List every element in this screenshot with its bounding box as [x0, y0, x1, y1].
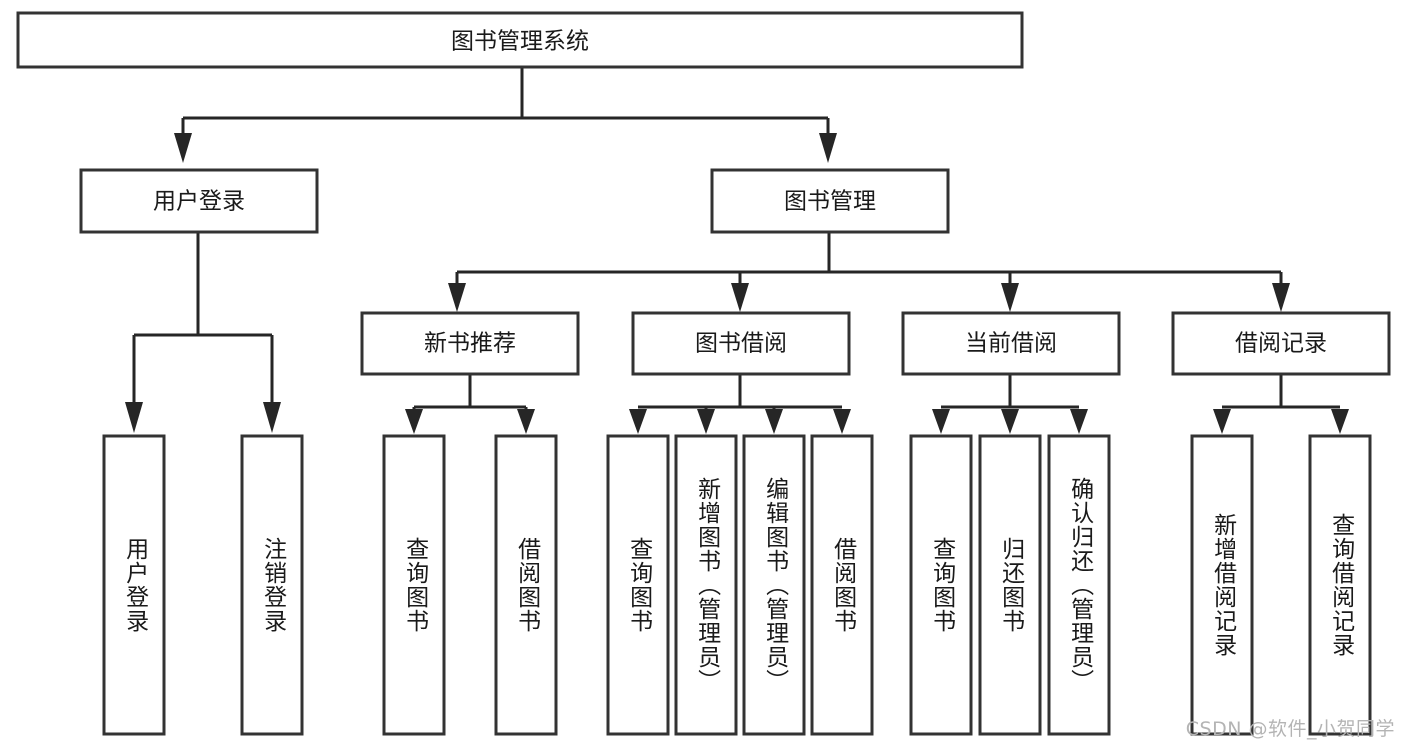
- leaf-box-borrow-record-1[interactable]: [1190, 434, 1254, 736]
- arrow-newbook-l2: [517, 409, 535, 434]
- arrow-root-to-bookmgmt: [819, 133, 837, 163]
- node-book-borrow-label: 图书借阅: [695, 331, 787, 357]
- arrow-bookmgmt-c2: [731, 283, 749, 312]
- arrow-bookmgmt-c3: [1001, 283, 1019, 312]
- node-user-login-box[interactable]: [79, 168, 319, 234]
- node-root-box[interactable]: [16, 11, 1024, 69]
- leaf-box-borrow-record-2[interactable]: [1308, 434, 1372, 736]
- node-book-borrow-box[interactable]: [631, 311, 851, 376]
- arrow-bookmgmt-c1: [448, 283, 466, 312]
- arrow-bookmgmt-c4: [1272, 283, 1290, 312]
- arrow-bookborrow-l4: [833, 409, 851, 434]
- connector-group-user-login: [125, 232, 281, 433]
- node-book-management-box[interactable]: [710, 168, 950, 234]
- connector-group-borrow-record: [1213, 374, 1349, 434]
- arrow-currentborrow-l3: [1070, 409, 1088, 434]
- leaf-box-new-book-2[interactable]: [494, 434, 558, 736]
- leaf-box-user-login-1[interactable]: [102, 434, 166, 736]
- connector-group-book-management: [448, 232, 1290, 312]
- node-user-login-label: 用户登录: [153, 189, 245, 215]
- connector-group-current-borrow: [932, 374, 1088, 434]
- arrow-root-to-login: [174, 133, 192, 163]
- leaf-box-book-borrow-4[interactable]: [810, 434, 874, 736]
- arrow-newbook-l1: [405, 409, 423, 434]
- leaf-box-book-borrow-3[interactable]: [742, 434, 806, 736]
- arrow-login-leaf1: [125, 402, 143, 433]
- leaf-box-current-borrow-1[interactable]: [909, 434, 973, 736]
- leaf-box-current-borrow-2[interactable]: [978, 434, 1042, 736]
- node-root-label: 图书管理系统: [451, 29, 589, 55]
- node-new-book-box[interactable]: [360, 311, 580, 376]
- arrow-login-leaf2: [263, 402, 281, 433]
- connector-group-book-borrow: [629, 374, 851, 434]
- node-borrow-record-label: 借阅记录: [1235, 331, 1327, 357]
- arrow-borrowrecord-l1: [1213, 409, 1231, 434]
- leaf-box-book-borrow-1[interactable]: [606, 434, 670, 736]
- connector-group-new-book: [405, 374, 535, 434]
- connector-group-root: [174, 67, 837, 163]
- node-current-borrow-label: 当前借阅: [965, 331, 1057, 357]
- node-new-book-label: 新书推荐: [424, 331, 516, 357]
- arrow-borrowrecord-l2: [1331, 409, 1349, 434]
- csdn-watermark: CSDN @软件_小贺同学: [1185, 718, 1395, 740]
- arrow-bookborrow-l3: [765, 409, 783, 434]
- node-book-management-label: 图书管理: [784, 189, 876, 215]
- leaf-box-new-book-1[interactable]: [382, 434, 446, 736]
- arrow-currentborrow-l1: [932, 409, 950, 434]
- leaf-box-current-borrow-3[interactable]: [1047, 434, 1111, 736]
- leaf-box-book-borrow-2[interactable]: [674, 434, 738, 736]
- leaf-box-user-login-2[interactable]: [240, 434, 304, 736]
- node-borrow-record-box[interactable]: [1171, 311, 1391, 376]
- arrow-bookborrow-l1: [629, 409, 647, 434]
- arrow-currentborrow-l2: [1001, 409, 1019, 434]
- arrow-bookborrow-l2: [697, 409, 715, 434]
- node-current-borrow-box[interactable]: [901, 311, 1121, 376]
